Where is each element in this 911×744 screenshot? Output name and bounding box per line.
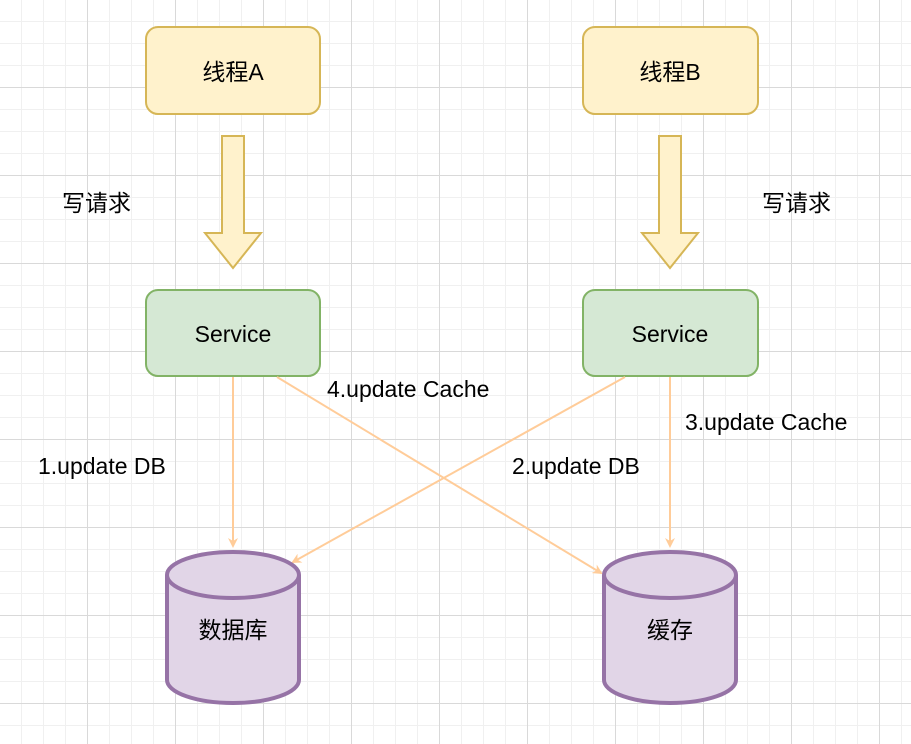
connector-4-update-cache[interactable] [276,376,603,575]
service-right-node[interactable]: Service [582,289,759,377]
step-3-label: 3.update Cache [685,409,847,435]
database-label: 数据库 [199,617,268,643]
write-request-arrow-left[interactable] [202,135,264,270]
thread-a-node[interactable]: 线程A [145,26,321,115]
service-left-label: Service [195,321,272,347]
thread-b-box [582,26,759,115]
write-request-label-left: 写请求 [62,190,131,216]
database-cylinder-rim [165,574,301,600]
service-left-node[interactable]: Service [145,289,321,377]
service-left-box [145,289,321,377]
cache-node[interactable]: 缓存 [602,550,738,705]
database-node[interactable]: 数据库 [165,550,301,705]
thread-b-node[interactable]: 线程B [582,26,759,115]
service-right-label: Service [632,321,709,347]
thread-b-label: 线程B [639,59,700,85]
thread-a-box [145,26,321,115]
cache-cylinder-icon [602,550,738,705]
cache-cylinder-rim [602,574,738,600]
database-cylinder-icon [165,550,301,705]
cache-label: 缓存 [647,617,693,643]
step-2-label: 2.update DB [512,453,640,479]
connector-2-update-db[interactable] [291,376,626,563]
thread-a-label: 线程A [202,59,264,85]
step-1-label: 1.update DB [38,453,166,479]
service-right-box [582,289,759,377]
write-request-label-right: 写请求 [762,190,831,216]
step-4-label: 4.update Cache [327,376,489,402]
write-request-arrow-right[interactable] [639,135,701,270]
